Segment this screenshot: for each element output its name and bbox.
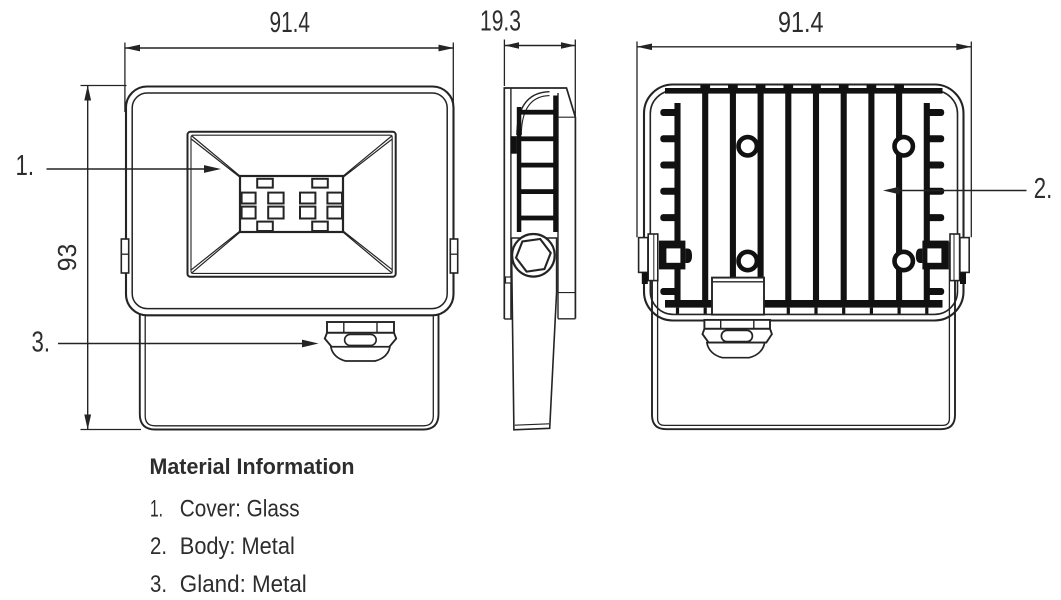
svg-text:Material Information: Material Information bbox=[150, 454, 355, 479]
svg-text:1.: 1. bbox=[150, 495, 163, 522]
svg-text:Gland: Metal: Gland: Metal bbox=[180, 571, 307, 598]
svg-text:3.: 3. bbox=[150, 571, 167, 598]
svg-text:91.4: 91.4 bbox=[270, 7, 311, 39]
svg-text:1.: 1. bbox=[16, 150, 35, 182]
svg-text:3.: 3. bbox=[32, 327, 51, 359]
svg-text:93: 93 bbox=[52, 244, 82, 272]
svg-text:Body: Metal: Body: Metal bbox=[180, 533, 295, 560]
svg-text:2.: 2. bbox=[1034, 173, 1053, 205]
svg-text:2.: 2. bbox=[150, 533, 167, 560]
svg-text:91.4: 91.4 bbox=[778, 7, 824, 39]
svg-text:Cover: Glass: Cover: Glass bbox=[180, 495, 300, 522]
svg-text:19.3: 19.3 bbox=[480, 6, 521, 38]
